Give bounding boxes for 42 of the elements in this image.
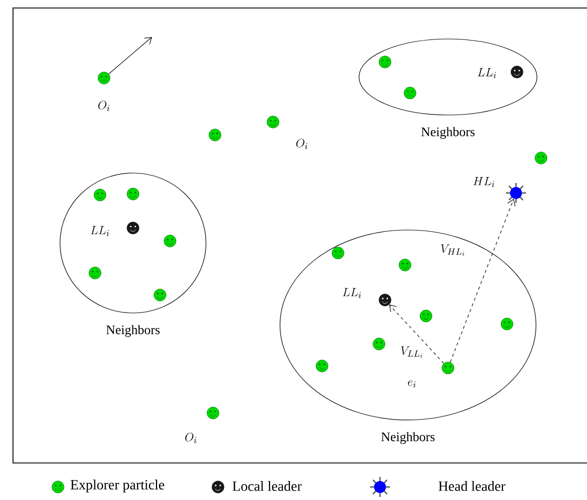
explorer-particle (164, 234, 176, 248)
explorer-particle (126, 188, 140, 200)
group-label: Neighbors (106, 325, 160, 337)
math-label: $LL_i$ (478, 68, 496, 78)
legend-text: Explorer particle (70, 480, 164, 492)
explorer-particle (500, 318, 514, 330)
math-label: $LL_i$ (342, 288, 361, 298)
explorer-particle (206, 406, 220, 420)
math-label: $LL_i$ (90, 226, 109, 236)
edge-label: $V_{LL_i}$ (399, 345, 425, 359)
edge-label: $V_{HL_i}$ (439, 243, 467, 257)
arrow (389, 304, 444, 364)
explorer-particle (332, 246, 344, 260)
math-label: $O_i$ (185, 432, 196, 444)
explorer-particle (404, 86, 416, 100)
legend-text: Head leader (438, 481, 506, 491)
local-leader (510, 66, 524, 78)
head-leader (506, 182, 526, 203)
explorer-particle (420, 310, 432, 322)
explorer-particle (398, 258, 412, 272)
local-leader (126, 222, 140, 234)
explorer-particle (442, 362, 454, 374)
explorer-particle (94, 188, 106, 202)
arrow (450, 198, 516, 362)
explorer-particle (266, 116, 280, 128)
explorer-particle (208, 128, 222, 142)
legend-text: Local leader (232, 481, 302, 491)
explorer-particle (378, 56, 392, 68)
explorer-particle (154, 288, 166, 302)
group-label: Neighbors (421, 127, 475, 139)
explorer-particle (372, 338, 386, 350)
group-label: Neighbors (381, 432, 435, 444)
math-label: $O_i$ (98, 100, 110, 112)
explorer-particle (88, 266, 102, 280)
local-leader (378, 294, 392, 306)
explorer-particle (316, 360, 328, 372)
explorer-particle (534, 152, 548, 164)
arrow (108, 36, 152, 74)
math-label: $HL_i$ (473, 177, 494, 188)
math-label: $e_i$ (408, 380, 416, 388)
explorer-particle (98, 72, 110, 84)
math-label: $O_i$ (296, 138, 308, 150)
